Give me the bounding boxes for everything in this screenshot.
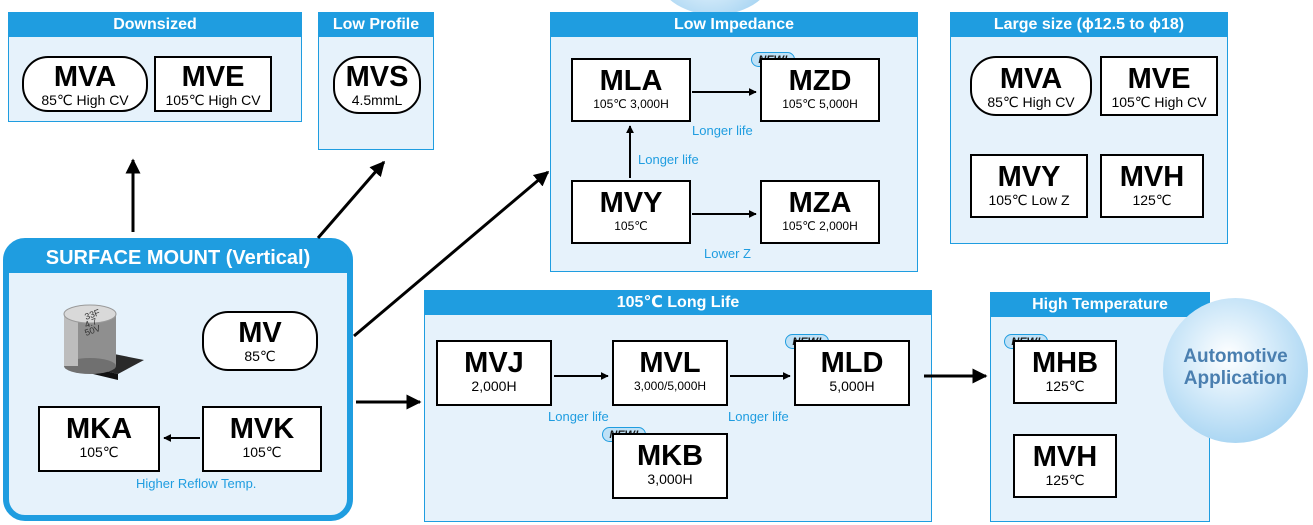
series-box-mvk[interactable]: MVK 105℃ bbox=[202, 406, 322, 472]
series-code: MVY bbox=[997, 161, 1061, 193]
label-longer-life: Longer life bbox=[692, 123, 753, 138]
series-box-mvh-ht[interactable]: MVH 125℃ bbox=[1013, 434, 1117, 498]
series-spec: 85℃ High CV bbox=[987, 94, 1075, 110]
series-spec: 105℃ 2,000H bbox=[782, 219, 858, 233]
series-spec: 125℃ bbox=[1132, 192, 1172, 208]
series-box-mhb[interactable]: MHB 125℃ bbox=[1013, 340, 1117, 404]
series-box-mvj[interactable]: MVJ 2,000H bbox=[436, 340, 552, 406]
series-spec: 105℃ High CV bbox=[165, 92, 261, 108]
group-title: Low Impedance bbox=[551, 13, 917, 37]
series-code: MLA bbox=[599, 65, 663, 97]
series-spec: 3,000H bbox=[647, 471, 693, 487]
series-spec: 105℃ bbox=[242, 444, 282, 460]
automotive-line2: Application bbox=[1183, 368, 1288, 389]
series-code: MHB bbox=[1031, 347, 1099, 379]
series-box-mve-large[interactable]: MVE 105℃ High CV bbox=[1100, 56, 1218, 116]
series-spec: 2,000H bbox=[471, 378, 517, 394]
label-longer-life: Longer life bbox=[638, 152, 699, 167]
series-code: MVK bbox=[229, 413, 295, 445]
series-code: MVS bbox=[345, 61, 409, 93]
series-box-mzd[interactable]: MZD 105℃ 5,000H bbox=[760, 58, 880, 122]
series-code: MKA bbox=[65, 413, 133, 445]
series-spec: 105℃ bbox=[79, 444, 119, 460]
series-code: MVJ bbox=[464, 347, 524, 379]
series-spec: 85℃ High CV bbox=[41, 92, 129, 108]
label-higher-reflow: Higher Reflow Temp. bbox=[136, 476, 257, 491]
surface-mount-title: SURFACE MOUNT (Vertical) bbox=[8, 243, 348, 273]
label-lower-z: Lower Z bbox=[704, 246, 751, 261]
surface-mount-frame bbox=[3, 238, 353, 521]
series-spec: 105℃ 5,000H bbox=[782, 97, 858, 111]
group-title: Low Profile bbox=[319, 13, 433, 37]
series-code: MZD bbox=[788, 65, 852, 97]
series-code: MV bbox=[238, 317, 282, 349]
series-code: MVH bbox=[1032, 441, 1098, 473]
automotive-label: Automotive Application bbox=[1163, 346, 1308, 390]
series-box-mve[interactable]: MVE 105℃ High CV bbox=[154, 56, 272, 112]
series-box-mva-large[interactable]: MVA 85℃ High CV bbox=[970, 56, 1092, 116]
series-box-mld[interactable]: MLD 5,000H bbox=[794, 340, 910, 406]
series-box-mla[interactable]: MLA 105℃ 3,000H bbox=[571, 58, 691, 122]
group-title: High Temperature bbox=[991, 293, 1209, 317]
series-code: MVL bbox=[639, 347, 701, 379]
series-spec: 125℃ bbox=[1045, 472, 1085, 488]
series-box-mvs[interactable]: MVS 4.5mmL bbox=[333, 56, 421, 114]
series-spec: 125℃ bbox=[1045, 378, 1085, 394]
series-spec: 5,000H bbox=[829, 378, 875, 394]
group-title: Large size (ϕ12.5 to ϕ18) bbox=[951, 13, 1227, 37]
series-box-mvy[interactable]: MVY 105℃ bbox=[571, 180, 691, 244]
series-spec: 4.5mmL bbox=[351, 92, 403, 108]
group-title: Downsized bbox=[9, 13, 301, 37]
series-box-mv[interactable]: MV 85℃ bbox=[202, 311, 318, 371]
series-spec: 3,000/5,000H bbox=[633, 379, 707, 393]
series-code: MVE bbox=[181, 61, 245, 93]
series-box-mka[interactable]: MKA 105℃ bbox=[38, 406, 160, 472]
series-code: MVH bbox=[1119, 161, 1185, 193]
series-code: MKB bbox=[636, 440, 704, 472]
label-longer-life: Longer life bbox=[728, 409, 789, 424]
series-spec: 105℃ Low Z bbox=[988, 192, 1070, 208]
series-code: MLD bbox=[820, 347, 884, 379]
series-box-mza[interactable]: MZA 105℃ 2,000H bbox=[760, 180, 880, 244]
series-code: MZA bbox=[788, 187, 852, 219]
arrow-to-low-profile bbox=[316, 160, 386, 239]
series-spec: 105℃ bbox=[614, 219, 648, 233]
label-longer-life: Longer life bbox=[548, 409, 609, 424]
series-spec: 105℃ 3,000H bbox=[593, 97, 669, 111]
capacitor-image: 33F 4.7 50V bbox=[63, 304, 144, 380]
series-box-mvh-large[interactable]: MVH 125℃ bbox=[1100, 154, 1204, 218]
series-spec: 85℃ bbox=[244, 348, 276, 364]
series-box-mva[interactable]: MVA 85℃ High CV bbox=[22, 56, 148, 112]
automotive-sphere bbox=[1163, 298, 1308, 443]
group-title: 105℃ Long Life bbox=[425, 291, 931, 315]
series-box-mkb[interactable]: MKB 3,000H bbox=[612, 433, 728, 499]
capacitor-marking-line2: 4.7 bbox=[83, 316, 98, 330]
series-code: MVY bbox=[599, 187, 663, 219]
arrow-to-low-impedance bbox=[353, 170, 550, 338]
series-spec: 105℃ High CV bbox=[1111, 94, 1207, 110]
series-code: MVA bbox=[53, 61, 117, 93]
series-code: MVA bbox=[999, 63, 1063, 95]
series-box-mvy-large[interactable]: MVY 105℃ Low Z bbox=[970, 154, 1088, 218]
automotive-line1: Automotive bbox=[1183, 346, 1288, 367]
series-box-mvl[interactable]: MVL 3,000/5,000H bbox=[612, 340, 728, 406]
series-code: MVE bbox=[1127, 63, 1191, 95]
